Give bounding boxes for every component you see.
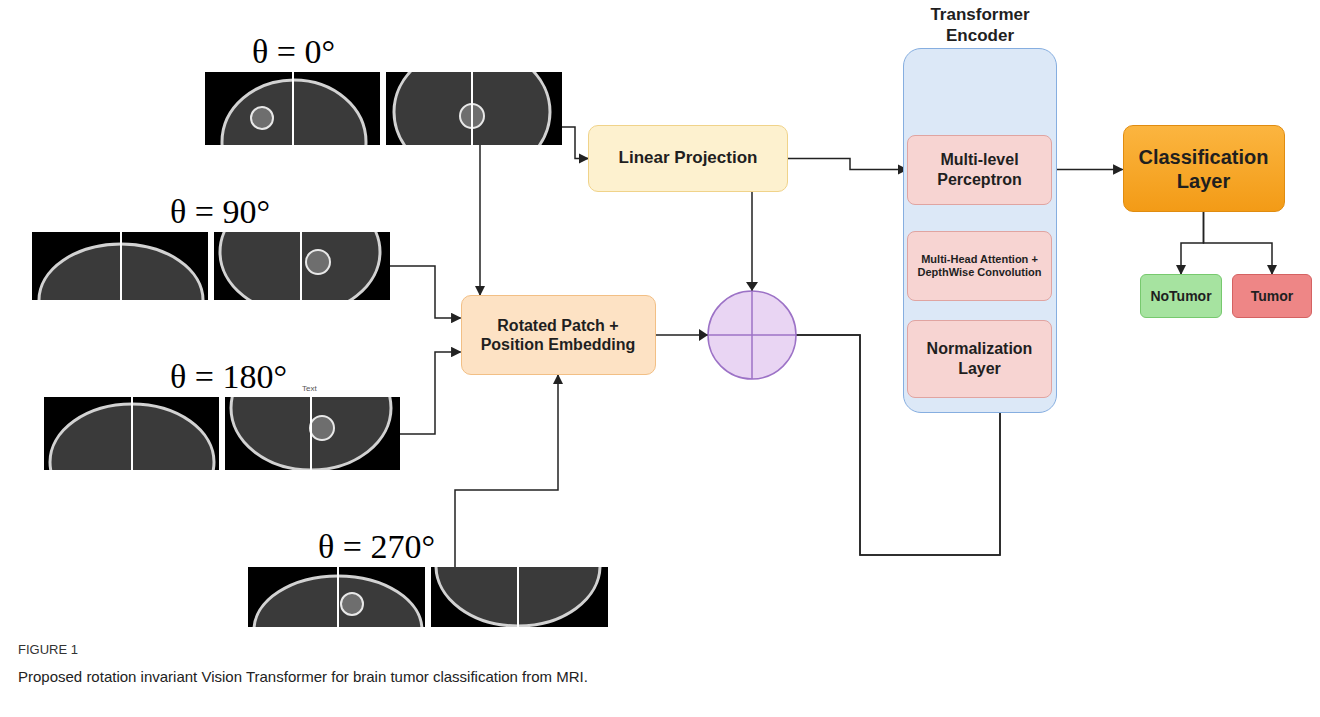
box-label: Tumor <box>1251 288 1294 305</box>
box-label: Normalization Layer <box>912 339 1047 377</box>
patch-gap <box>517 567 519 627</box>
rotation-angle: θ = 180° <box>170 358 287 395</box>
layer-box: Normalization Layer <box>907 320 1052 398</box>
connector-arrow <box>390 266 461 318</box>
patch-gap <box>219 397 225 470</box>
connector-arrow <box>562 127 588 159</box>
patch-gap <box>310 397 312 470</box>
process-box: Linear Projection <box>588 125 788 192</box>
box-label: Linear Projection <box>619 148 758 168</box>
patch-gap <box>208 232 214 300</box>
arrowhead <box>699 329 708 341</box>
box-label: Multi-level Perceptron <box>912 150 1047 188</box>
encoder-container: Transformer EncoderMulti-level Perceptro… <box>903 48 1057 413</box>
figure-caption: Proposed rotation invariant Vision Trans… <box>18 668 588 685</box>
connector-arrow <box>1052 169 1123 171</box>
mri-strip <box>248 567 608 627</box>
rotation-angle: θ = 0° <box>252 33 335 70</box>
rotation-angle: θ = 90° <box>170 193 270 230</box>
process-box: Rotated Patch + Position Embedding <box>461 295 656 375</box>
plus-sign <box>708 334 796 336</box>
mri-strip <box>44 397 400 470</box>
patch-gap <box>292 72 294 145</box>
brain-slice <box>394 72 550 145</box>
connector-arrow <box>455 375 558 567</box>
brain-slice <box>220 232 380 300</box>
mri-image: θ = 270° <box>248 567 608 627</box>
mri-image: θ = 90° <box>32 232 390 300</box>
box-label: NoTumor <box>1150 288 1211 305</box>
layer-box: Multi-level Perceptron <box>907 135 1052 205</box>
classifier-box: Classification Layer <box>1123 125 1285 212</box>
rotation-angle: θ = 270° <box>318 528 435 565</box>
mri-image: θ = 180° <box>44 397 400 470</box>
tumor-ring <box>310 416 334 440</box>
tumor-ring <box>306 250 330 274</box>
connector-arrow <box>1181 212 1204 274</box>
figure-number: FIGURE 1 <box>18 642 78 657</box>
tumor-ring <box>251 107 273 129</box>
patch-gap <box>300 232 302 300</box>
brain-slice <box>231 397 391 470</box>
patch-gap <box>337 567 339 627</box>
mri-image: θ = 0° <box>205 72 562 145</box>
patch-gap <box>425 567 431 627</box>
box-label: Rotated Patch + Position Embedding <box>470 316 647 354</box>
box-label: Multi-Head Attention + DepthWise Convolu… <box>910 253 1049 278</box>
arrowhead <box>746 282 758 291</box>
output-box: NoTumor <box>1140 274 1222 318</box>
patch-gap <box>120 232 122 300</box>
patch-gap <box>380 72 386 145</box>
mri-strip <box>32 232 390 300</box>
group-title: Transformer Encoder <box>904 5 1056 46</box>
brain-slice <box>436 567 600 626</box>
tumor-ring <box>341 593 363 615</box>
connector-arrow <box>479 145 481 295</box>
sum-circle <box>708 291 796 379</box>
output-box: Tumor <box>1232 274 1312 318</box>
mri-strip <box>205 72 562 145</box>
connector-arrow <box>1204 212 1273 274</box>
connector-arrow <box>788 159 907 170</box>
patch-gap <box>471 72 473 145</box>
layer-box: Multi-Head Attention + DepthWise Convolu… <box>907 231 1052 301</box>
box-label: Classification Layer <box>1130 145 1278 193</box>
stray-label: Text <box>302 384 317 393</box>
connector-arrow <box>400 352 461 434</box>
patch-gap <box>131 397 133 470</box>
